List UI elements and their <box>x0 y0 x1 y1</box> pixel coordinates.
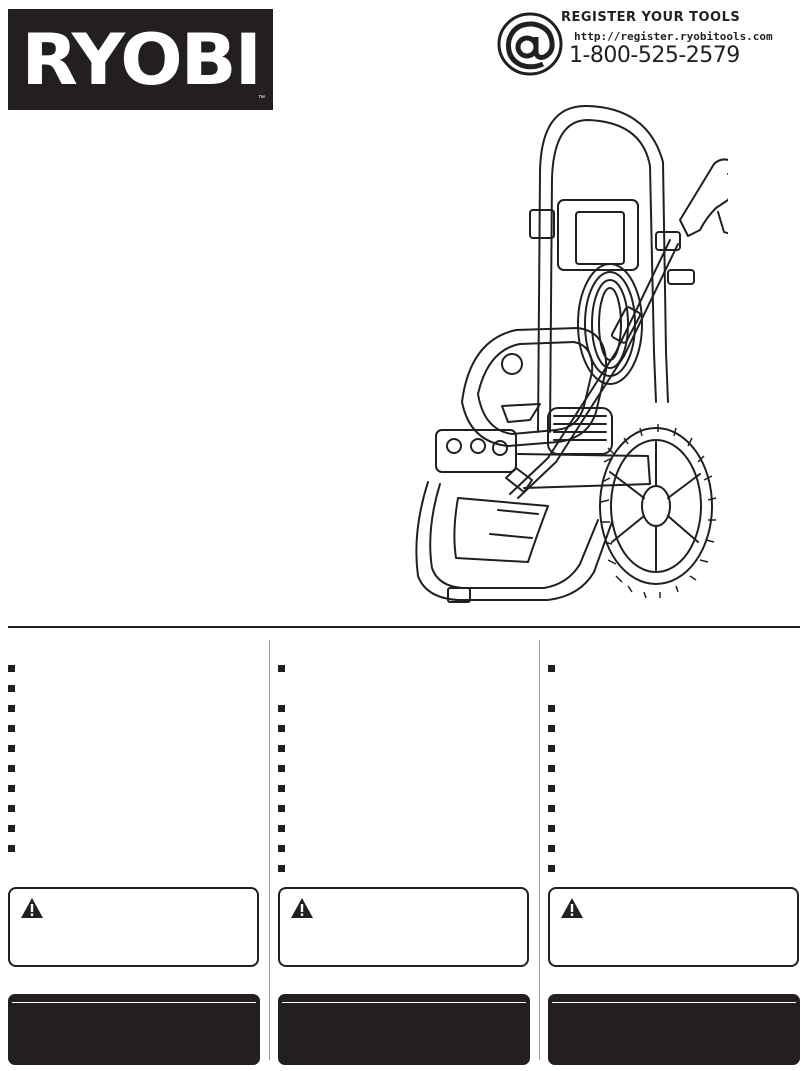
bullet-square-icon <box>278 764 285 772</box>
save-instructions-banner <box>548 994 800 1065</box>
list-item <box>548 818 808 838</box>
list-item <box>278 738 540 758</box>
register-title: REGISTER YOUR TOOLS <box>561 10 741 25</box>
list-item <box>8 678 270 698</box>
bullet-square-icon <box>548 764 555 772</box>
bullet-square-icon <box>548 784 555 792</box>
pressure-washer-illustration <box>415 104 728 603</box>
list-item <box>548 698 808 718</box>
register-url[interactable]: http://register.ryobitools.com <box>574 30 773 43</box>
list-item <box>548 718 808 738</box>
list-item <box>548 678 808 698</box>
list-item <box>548 658 808 678</box>
bullet-square-icon <box>278 704 285 712</box>
language-column-1 <box>8 640 270 1070</box>
list-item <box>278 718 540 738</box>
feature-list <box>8 658 270 858</box>
bullet-square-icon <box>8 684 15 692</box>
bullet-square-icon <box>548 744 555 752</box>
list-item <box>8 718 270 738</box>
bullet-square-icon <box>8 804 15 812</box>
bullet-square-icon <box>548 864 555 872</box>
list-item <box>8 838 270 858</box>
bullet-square-icon <box>548 664 555 672</box>
list-item <box>278 698 540 718</box>
bullet-square-icon <box>8 664 15 672</box>
at-sign-icon <box>497 12 563 76</box>
bullet-square-icon <box>278 864 285 872</box>
save-instructions-banner <box>8 994 260 1065</box>
list-item <box>8 738 270 758</box>
logo-text: RYOBI <box>21 18 262 101</box>
ryobi-logo: RYOBI ™ <box>8 9 273 110</box>
bullet-square-icon <box>8 824 15 832</box>
list-item <box>8 658 270 678</box>
register-tools-block: REGISTER YOUR TOOLS http://register.ryob… <box>497 10 805 88</box>
list-item <box>278 778 540 798</box>
save-instructions-banner <box>278 994 530 1065</box>
warning-box <box>548 887 799 967</box>
list-item <box>278 818 540 838</box>
warning-triangle-icon <box>291 898 313 918</box>
section-rule <box>8 626 800 628</box>
list-item <box>278 798 540 818</box>
list-item <box>8 758 270 778</box>
list-item <box>278 838 540 858</box>
bullet-square-icon <box>8 764 15 772</box>
list-item <box>278 678 540 698</box>
bullet-square-icon <box>548 844 555 852</box>
warning-triangle-icon <box>561 898 583 918</box>
bullet-square-icon <box>278 824 285 832</box>
list-item <box>8 778 270 798</box>
bullet-square-icon <box>278 804 285 812</box>
bullet-square-icon <box>278 784 285 792</box>
bullet-square-icon <box>8 744 15 752</box>
feature-list <box>548 658 808 878</box>
list-item <box>278 758 540 778</box>
bullet-square-icon <box>278 844 285 852</box>
column-divider <box>269 640 270 1060</box>
list-item <box>8 818 270 838</box>
list-item <box>8 698 270 718</box>
bullet-square-icon <box>278 744 285 752</box>
warning-box <box>8 887 259 967</box>
bullet-square-icon <box>278 724 285 732</box>
list-item <box>278 858 540 878</box>
bullet-square-icon <box>8 724 15 732</box>
register-phone: 1-800-525-2579 <box>569 43 740 68</box>
list-item <box>548 758 808 778</box>
list-item <box>548 858 808 878</box>
warning-box <box>278 887 529 967</box>
bullet-square-icon <box>8 704 15 712</box>
bullet-square-icon <box>548 804 555 812</box>
language-column-2 <box>278 640 540 1070</box>
bullet-square-icon <box>8 844 15 852</box>
feature-list <box>278 658 540 878</box>
language-column-3 <box>548 640 808 1070</box>
list-item <box>548 838 808 858</box>
bullet-square-icon <box>278 664 285 672</box>
column-divider <box>539 640 540 1060</box>
list-item <box>548 798 808 818</box>
trademark-mark: ™ <box>258 95 265 102</box>
list-item <box>278 658 540 678</box>
bullet-square-icon <box>8 784 15 792</box>
bullet-square-icon <box>548 704 555 712</box>
bullet-square-icon <box>548 824 555 832</box>
list-item <box>548 778 808 798</box>
list-item <box>8 798 270 818</box>
warning-triangle-icon <box>21 898 43 918</box>
bullet-square-icon <box>548 724 555 732</box>
list-item <box>548 738 808 758</box>
